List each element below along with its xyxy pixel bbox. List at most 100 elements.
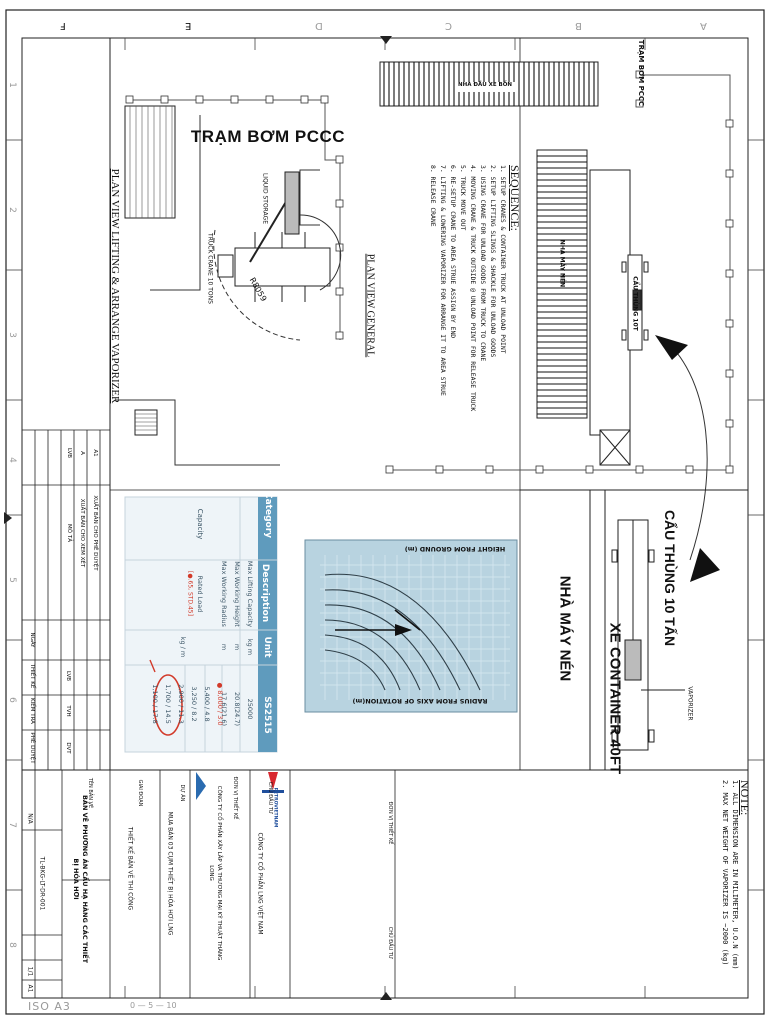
notes-block: NOTE: 1. ALL DIMENSION ARE IN MILIMETER,… [680,780,752,1010]
zone-letter-d: D [315,20,323,31]
don-vi-thiet-ke-label-2: ĐƠN VỊ THIẾT KẾ [387,801,393,845]
plan-general-caption: PLAN VIEW GENERAL [364,253,376,358]
revision-kiem-tra: KIỂM TRA [29,698,35,724]
zone-letter-e: E [185,20,192,31]
giai-doan-label: GIAI ĐOẠN [137,779,143,807]
spec-row-desc: Max Working Height [233,561,241,627]
revision-thiet-ke: THIẾT KẾ [29,663,35,689]
chu-dau-tu-name: CÔNG TY CỔ PHẦN LNG VIỆT NAM [256,832,264,935]
spec-category-capacity: Capacity [196,508,204,540]
footer-scale: 0 — 5 — 10 [130,1001,177,1010]
zone-number-1: 1 [6,82,17,88]
vaporizer-label: VAPORIZER [686,686,694,721]
spec-row-unit: m [220,643,228,651]
spec-rated-load: Rated Load [196,575,204,613]
truck-crane-label: TRUCK CRANE 10 TONS [206,233,214,304]
cau-thung-small-label: CẨU THÙNG 10T [631,276,639,331]
so-ban-ve: TL-BKG-LT-DR-001 [38,856,46,911]
nha-dau-hatch [383,62,595,106]
zone-number-6: 6 [6,697,17,703]
kho-value: A1 [26,984,34,993]
spec-header-category: Category [263,491,273,538]
nha-dau-xe-bon-label: NHÀ ĐẦU XE BỒN [457,82,512,88]
revision-desc-header: MÔ TẢ [66,524,72,542]
notes-heading: NOTE: [738,780,752,816]
zone-letter-a: A [700,20,707,31]
spec-header-description: Description [260,563,270,623]
note-item: 2. MAX NET WEIGHT OF VAPORIZER IS ~2000 … [721,780,729,966]
spec-header-unit: Unit [262,636,272,658]
nha-may-nen-title: NHÀ MÁY NÉN [556,575,574,682]
title-block-grid [21,429,396,998]
spec-load-value: 3,250 / 8.2 [190,686,198,722]
zone-number-2: 2 [6,207,17,213]
don-vi-name: CÔNG TY CỔ PHẦN XÂY LẮP VÀ THƯƠNG MẠI KỸ… [208,785,222,961]
revision-ngay: NGÀY [29,632,35,648]
sequence-step: 8. RELEASE CRANE [429,165,437,227]
revision-col-dvt: DVT [65,742,71,754]
spec-unit-kgm: kg / m [179,636,187,658]
revision-rev-header: LVB [66,448,72,458]
ty-le-value: N/A [26,813,34,824]
liquid-storage-label: LIQUID STORAGE [261,172,269,225]
spec-row-unit: m [233,643,241,651]
revision-col-lvb: LVB [65,671,71,681]
sequence-step: 6. RE-SETUP CRANE TO AREA STRUE ASSIGN B… [449,165,457,339]
chart-top-label: HEIGHT FROM GROUND (m) [404,545,506,553]
nha-may-hatch [537,155,587,415]
zone-number-3: 3 [6,332,17,338]
revision-rev-a1: A1 [92,449,98,457]
tram-bom-label-general: TRẠM BƠM PCCC [637,39,645,107]
sequence-step: 4. MOVING CRANE & TRUCK OUTSIDE @ UNLOAD… [469,165,477,412]
logo-mark [196,772,284,800]
sequence-step: 3. USING CRANE FOR UNLOAD GOODS FROM TRU… [479,165,487,362]
spec-row-value: 20.8(24.7) [233,691,241,727]
note-item: 1. ALL DIMENSION ARE IN MILIMETER, U.O.N… [731,780,739,970]
zone-letter-b: B [575,20,582,31]
revision-col-tvh: TVH [65,705,71,717]
zone-number-8: 8 [6,942,17,948]
plan-general [379,61,734,582]
du-an-name: MUA BÁN 03 CỤM THIẾT BỊ HÓA HƠI LNG [166,811,174,936]
spec-rated-load-note: [●.65, STD.45] [186,571,194,616]
giai-doan-name: THIẾT KẾ BẢN VẼ THI CÔNG [126,826,134,911]
sequence-block: SEQUENCE: 1. SETUP CRANES & CONTAINER TR… [420,165,522,485]
zone-number-4: 4 [6,457,17,463]
sequence-step: 5. TRUCK MOVE OUT [459,165,467,231]
detail-crane [520,489,748,770]
sequence-step: 2. SETUP LIFTING SLINGS & SHACKLE FOR UN… [489,165,497,358]
cau-thung-title: CẨU THÙNG 10 TẤN [662,509,678,647]
chart-bottom-label: RADIUS FROM AXIS OF ROTATION(m) [352,697,488,705]
spec-row-value: 25000 [246,698,254,720]
spec-load-value: 5,400 / 4.8 [203,686,211,722]
zone-number-5: 5 [6,577,17,583]
spec-row-unit: kg m [246,638,254,656]
plan-lifting [115,95,344,466]
don-vi-label: ĐƠN VỊ THIẾT KẾ [232,776,238,820]
sequence-step: 7. LIFTING & LOWERING VAPORIZER FOR ARRA… [439,165,447,396]
plan-lifting-caption: PLAN VIEW LIFTING & ARRANGE VAPORIZER [109,168,121,404]
nha-may-nen-small-label: NHÀ MÁY NÉN [558,239,566,288]
load-chart [304,539,518,713]
spec-row-desc: Max Lifting Capacity [246,560,254,628]
zone-number-7: 7 [6,822,17,828]
spec-header-model: SS2515 [262,696,272,734]
spec-load-value: 1,700 / 14.5 [164,684,172,724]
zone-letter-c: C [445,20,452,31]
spec-load-value: 1,100 / 17.8 [151,684,159,724]
sequence-step: 1. SETUP CRANES & CONTAINER TRUCK AT UNL… [499,165,507,354]
du-an-label: DỰ ÁN [179,784,185,802]
petrovietnam-logo-text: PETROVIETNAM [272,787,278,828]
chu-dau-tu-label-2: CHỦ ĐẦU TƯ [387,926,393,960]
tram-bom-title: TRẠM BƠM PCCC [190,127,346,146]
revision-desc-1: XUẤT BẢN CHO PHÊ DUYỆT [92,495,98,571]
revision-rev-a: A [79,451,85,455]
revision-desc-2: XUẤT BẢN CHO XEM XÉT [79,498,85,568]
revision-phe-duyet: PHÊ DUYỆT [29,732,35,764]
zone-letter-f: F [60,20,66,31]
ten-ban-ve-name: BẢN VẼ PHƯƠNG ÁN CẨU HẠ HÀNG CÁC THIẾT B… [72,794,89,964]
container-truck-title: XE CONTAINER 40FT [606,622,624,775]
crane-spec-table [124,496,278,753]
sequence-heading: SEQUENCE: [508,165,522,231]
